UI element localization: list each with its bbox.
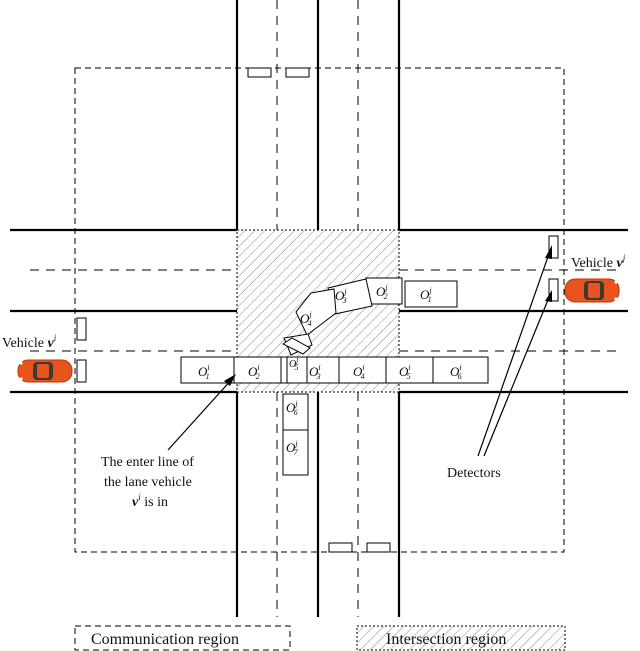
enter-line-label-3: vi is in (132, 492, 168, 510)
detector (366, 542, 391, 553)
horizontal-road (10, 228, 628, 394)
arrows (167, 245, 552, 457)
occupancy-box-i2 (233, 356, 282, 384)
legend-intersection-box (356, 625, 566, 651)
detector (76, 359, 87, 383)
enter-line-label-1: The enter line of (101, 455, 194, 470)
enter-line-label-2: the lane vehicle (104, 475, 192, 490)
occupancy-box-i4 (338, 356, 387, 384)
legend-intersection-label: Intersection region (386, 631, 506, 648)
legend-communication-box (74, 625, 291, 651)
car-vehicle-i (17, 359, 73, 383)
car-vehicle-j (564, 278, 620, 303)
vehicle-j-label: Vehicle vj (571, 253, 626, 271)
occupancy-box-j1 (404, 280, 458, 308)
occupancy-box-j4 (295, 288, 337, 336)
detector (548, 278, 559, 302)
detector (328, 542, 353, 553)
occupancy-box-i6 (432, 356, 489, 384)
detector-group (76, 67, 559, 553)
detectors-label: Detectors (447, 466, 501, 481)
detector (548, 235, 559, 259)
detector (247, 67, 272, 78)
detector (76, 317, 87, 341)
vehicle-j-occupancy (282, 277, 458, 476)
occupancy-box-j5b (282, 337, 311, 355)
vehicle-i-occupancy (180, 356, 489, 384)
detector (285, 67, 310, 78)
legend: Communication region Intersection region (74, 625, 566, 651)
legend-communication-label: Communication region (91, 631, 239, 648)
occupancy-box-j7 (282, 429, 309, 476)
vehicle-i-label: Vehicle vi (2, 333, 57, 351)
vertical-road (235, 0, 401, 617)
